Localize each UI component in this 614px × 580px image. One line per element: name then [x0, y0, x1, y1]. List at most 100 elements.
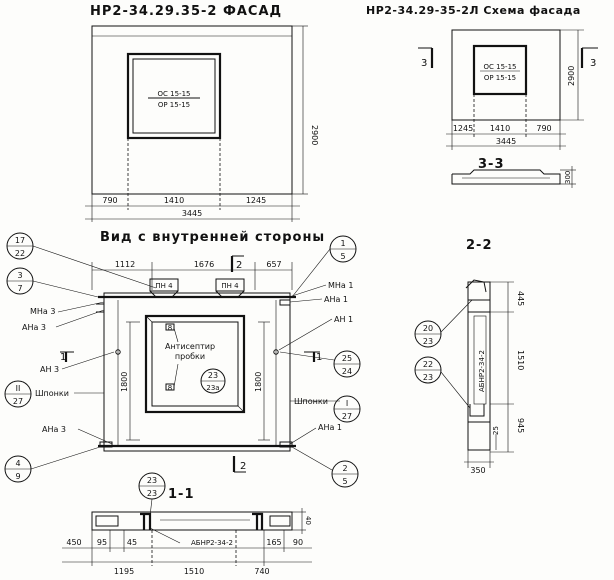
scheme-cut-right: 3: [590, 58, 596, 69]
section-11-dim-450: 450: [66, 538, 81, 547]
balloon-1-5-bottom: 5: [340, 252, 345, 261]
scheme-dim-right: 790: [536, 124, 551, 133]
inner-dim-height-left: 1800: [120, 372, 129, 392]
inner-square-top: 8: [168, 324, 172, 332]
inner-square-bottom: 8: [168, 384, 172, 392]
balloon-2-5-top: 2: [342, 464, 347, 473]
section-33-title: 3-3: [478, 157, 505, 172]
label-ana1-bottom: АНа 1: [318, 423, 342, 432]
balloon-20-23-bottom: 23: [423, 337, 433, 346]
section-22-dim-350: 350: [470, 466, 485, 475]
balloon-inner-window-bottom: 23а: [206, 384, 219, 392]
section-22-label: АБНР2-34-2: [478, 350, 486, 392]
inner-pn-right: ПН 4: [221, 282, 239, 290]
scheme-dim-mid: 1410: [490, 124, 510, 133]
section-11-dim-95: 95: [97, 538, 107, 547]
section-11-dim-1195: 1195: [114, 567, 134, 576]
facade-title: НР2-34.29.35-2 ФАСАД: [90, 4, 282, 19]
inner-cut-right: 1: [316, 352, 322, 363]
facade-dim-height: 2900: [310, 125, 319, 145]
balloon-20-23-top: 20: [423, 324, 433, 333]
balloon-I-27-top: I: [346, 399, 348, 408]
scheme-title: НР2-34.29-35-2Л Схема фасада: [366, 4, 581, 17]
section-22-title: 2-2: [466, 238, 493, 253]
balloon-I-27-bottom: 27: [342, 412, 352, 421]
section-22-dim-1510: 1510: [516, 350, 525, 370]
facade-window: [126, 52, 222, 140]
balloon-17-22-bottom: 22: [15, 249, 25, 258]
facade-window-label-top: ОС 15-15: [158, 90, 191, 98]
facade-dim-left: 790: [102, 196, 117, 205]
inner-view: Вид с внутренней стороны 1112 1676 657 2…: [4, 230, 361, 488]
section-11-dim-165: 165: [266, 538, 281, 547]
balloon-3-7-top: 3: [17, 271, 22, 280]
inner-view-title: Вид с внутренней стороны: [100, 230, 325, 245]
inner-dim-top-mid: 1676: [194, 260, 214, 269]
inner-dim-height-right: 1800: [254, 372, 263, 392]
facade-view: НР2-34.29.35-2 ФАСАД ОС 15-15 ОР 15-15 2…: [85, 4, 319, 222]
scheme-dim-height: 2900: [567, 66, 576, 86]
inner-antiseptic-line2: пробки: [175, 352, 205, 361]
section-11-dim-40: 40: [304, 516, 312, 525]
facade-dim-right: 1245: [246, 196, 266, 205]
inner-dim-top-left: 1112: [115, 260, 135, 269]
inner-window: [144, 314, 246, 414]
label-mna3: МНа 3: [30, 307, 55, 316]
balloon-4-9-bottom: 9: [15, 472, 20, 481]
section-11-dim-1510: 1510: [184, 567, 204, 576]
balloon-II-27-top: II: [16, 384, 21, 393]
inner-cut-top: 2: [236, 260, 242, 271]
section-22-dim-445: 445: [516, 291, 525, 306]
label-shponki-right: Шпонки: [294, 397, 328, 406]
scheme-window-label-bottom: ОР 15-15: [484, 74, 516, 82]
label-ana1-top: АНа 1: [324, 295, 348, 304]
balloon-22-23-top: 22: [423, 360, 433, 369]
inner-antiseptic-line1: Антисептир: [165, 342, 215, 351]
scheme-dim-left: 1245: [453, 124, 473, 133]
section-11: 1-1 23 23 АБНР2-34-2 40 450 95 45 165 90: [62, 472, 312, 576]
balloon-3-7-bottom: 7: [17, 284, 22, 293]
section-22-dim-945: 945: [516, 418, 525, 433]
facade-panel-outline: [91, 25, 293, 195]
section-33-profile: [451, 169, 561, 185]
section-22-dim-25: 25: [492, 426, 500, 435]
label-mna1: МНа 1: [328, 281, 353, 290]
inner-panel-outline: [103, 292, 291, 452]
facade-scheme-view: НР2-34.29-35-2Л Схема фасада ОС 15-15 ОР…: [366, 4, 598, 188]
section-11-dim-90: 90: [293, 538, 303, 547]
section-11-title: 1-1: [168, 487, 195, 502]
balloon-22-23-bottom: 23: [423, 373, 433, 382]
section-11-dim-740: 740: [254, 567, 269, 576]
inner-dim-top-right: 657: [266, 260, 281, 269]
facade-dim-total: 3445: [182, 209, 202, 218]
balloon-23-23-bottom: 23: [147, 489, 157, 498]
section-11-label: АБНР2-34-2: [191, 539, 233, 547]
inner-pn-left: ПН 4: [155, 282, 173, 290]
label-an3: АН 3: [40, 365, 59, 374]
balloon-II-27-bottom: 27: [13, 397, 23, 406]
inner-cut-bottom: 2: [240, 461, 246, 472]
scheme-dim-total: 3445: [496, 137, 516, 146]
section-22: 2-2 АБНР2-34-2 445 1510 945 25 350 20 23…: [414, 238, 525, 475]
section-11-dim-45: 45: [127, 538, 137, 547]
balloon-1-5-top: 1: [340, 239, 345, 248]
label-shponki-left: Шпонки: [35, 389, 69, 398]
scheme-panel-outline: [451, 29, 561, 121]
label-an1: АН 1: [334, 315, 353, 324]
scheme-window-label-top: ОС 15-15: [484, 63, 517, 71]
label-ana3-top: АНа 3: [22, 323, 46, 332]
inner-cut-left: 1: [60, 352, 66, 363]
balloon-2-5-bottom: 5: [342, 477, 347, 486]
balloon-17-22-top: 17: [15, 236, 25, 245]
section-33-dim: 300: [564, 171, 572, 184]
balloon-23-23-top: 23: [147, 476, 157, 485]
scheme-window: [472, 44, 528, 96]
balloon-inner-window-top: 23: [208, 371, 218, 380]
balloon-4-9-top: 4: [15, 459, 20, 468]
balloon-25-24-top: 25: [342, 354, 352, 363]
scheme-cut-left: 3: [421, 58, 427, 69]
facade-window-label-bottom: ОР 15-15: [158, 101, 190, 109]
label-ana3-bottom: АНа 3: [42, 425, 66, 434]
facade-dim-mid: 1410: [164, 196, 184, 205]
